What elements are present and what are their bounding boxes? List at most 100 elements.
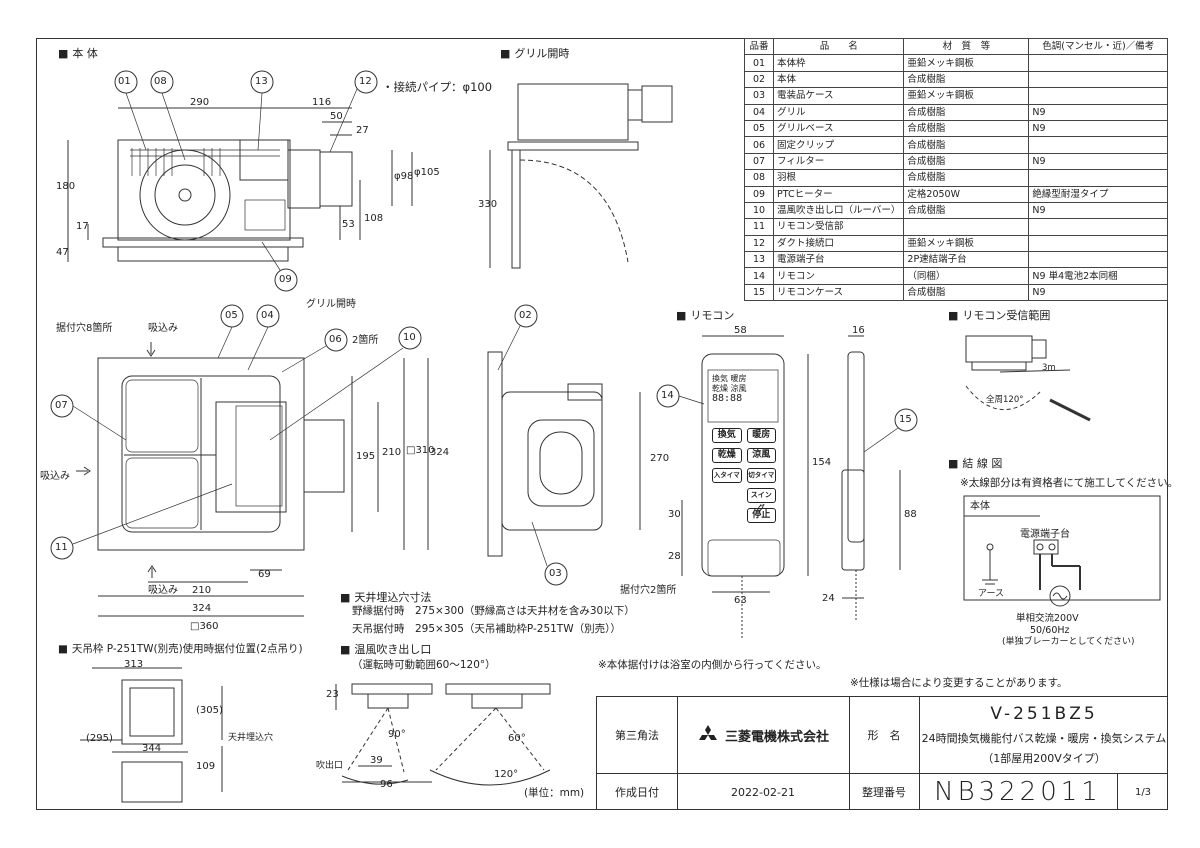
part-color bbox=[1028, 251, 1168, 269]
callout-05: 05 bbox=[225, 310, 238, 321]
off-timer-button[interactable]: 切タイマー bbox=[746, 468, 776, 483]
dim-17: 17 bbox=[76, 221, 89, 232]
callout-11: 11 bbox=[55, 542, 68, 553]
suction-bottom: 吸込み bbox=[148, 585, 178, 596]
suction-top: 吸込み bbox=[148, 323, 178, 334]
angle-120: 120° bbox=[494, 769, 519, 780]
part-no: 08 bbox=[744, 169, 774, 187]
part-no: 09 bbox=[744, 185, 774, 203]
doc-no-label: 整理番号 bbox=[862, 786, 906, 799]
part-name: リモコンケース bbox=[772, 283, 905, 302]
heat-button[interactable]: 暖房 bbox=[746, 428, 776, 443]
part-name: 本体枠 bbox=[772, 54, 905, 72]
dim-313: 313 bbox=[124, 659, 144, 670]
part-color bbox=[1028, 136, 1168, 154]
angle-90: 90° bbox=[388, 729, 406, 740]
part-no: 12 bbox=[744, 234, 774, 253]
wiring-terminal-label: 電源端子台 bbox=[1020, 529, 1070, 540]
dim-39: 39 bbox=[370, 755, 383, 766]
part-no: 06 bbox=[744, 136, 774, 154]
section-ceiling-opening: 天井埋込穴寸法 bbox=[340, 592, 431, 603]
dim-58: 58 bbox=[734, 325, 747, 336]
section-grill-open: グリル開時 bbox=[500, 48, 569, 59]
projection-label: 第三角法 bbox=[615, 729, 659, 742]
cool-button[interactable]: 涼風 bbox=[746, 448, 776, 463]
dim-330: 330 bbox=[478, 199, 498, 210]
remote-display: 換気 暖房 乾燥 涼風 88:88 bbox=[712, 374, 774, 418]
two-places: 2箇所 bbox=[352, 335, 379, 346]
dry-button[interactable]: 乾燥 bbox=[712, 448, 742, 463]
wiring-supply-1: 単相交流200V bbox=[1016, 613, 1079, 624]
part-color bbox=[1028, 70, 1168, 89]
part-name: リモコン bbox=[772, 267, 905, 285]
distance-3m: 3m bbox=[1042, 363, 1056, 373]
swing-button[interactable]: スイング bbox=[746, 488, 776, 512]
part-color bbox=[1028, 169, 1168, 187]
date-label: 作成日付 bbox=[615, 786, 659, 799]
dim-53: 53 bbox=[342, 219, 355, 230]
dim-27: 27 bbox=[356, 125, 369, 136]
part-name: 電装品ケース bbox=[772, 87, 905, 105]
on-timer-button[interactable]: 入タイマー bbox=[712, 468, 742, 483]
stop-button[interactable]: 停止 bbox=[746, 508, 776, 523]
part-no: 13 bbox=[744, 251, 774, 269]
callout-14: 14 bbox=[661, 390, 674, 401]
callout-01: 01 bbox=[118, 76, 131, 87]
part-name: 電源端子台 bbox=[772, 251, 905, 269]
dim-324b: 324 bbox=[192, 603, 212, 614]
part-color: N9 bbox=[1028, 103, 1168, 121]
dim-109: 109 bbox=[196, 761, 216, 772]
mitsubishi-logo-icon bbox=[698, 725, 717, 740]
part-name: 羽根 bbox=[772, 169, 905, 187]
part-material: 定格2050W bbox=[903, 185, 1030, 203]
parts-header-row: 品番 品 名 材 質 等 色調(マンセル・近)／備考 bbox=[744, 37, 1168, 56]
dim-23: 23 bbox=[326, 689, 339, 700]
date-value: 2022-02-21 bbox=[731, 785, 795, 799]
section-main-body: 本 体 bbox=[58, 48, 98, 59]
section-wiring: 結 線 図 bbox=[948, 458, 1002, 469]
header-color: 色調(マンセル・近)／備考 bbox=[1028, 37, 1168, 56]
vent-button[interactable]: 換気 bbox=[712, 428, 742, 443]
part-material: 合成樹脂 bbox=[903, 103, 1030, 121]
header-no: 品番 bbox=[744, 37, 774, 56]
display-time: 88:88 bbox=[712, 393, 743, 404]
part-material: 合成樹脂 bbox=[903, 283, 1030, 302]
company-cell: 三菱電機株式会社 bbox=[677, 697, 849, 773]
part-material: 合成樹脂 bbox=[903, 169, 1030, 187]
dim-210: 210 bbox=[382, 447, 402, 458]
pipe-note: ・接続パイプ：φ100 bbox=[382, 80, 493, 94]
dim-210b: 210 bbox=[192, 585, 212, 596]
dim-phi105: φ105 bbox=[414, 167, 440, 178]
part-no: 15 bbox=[744, 283, 774, 302]
part-material: 合成樹脂 bbox=[903, 119, 1030, 138]
part-no: 03 bbox=[744, 87, 774, 105]
company-name: 三菱電機株式会社 bbox=[724, 729, 829, 745]
callout-10: 10 bbox=[403, 332, 416, 343]
callout-03: 03 bbox=[549, 568, 562, 579]
unit-note: (単位：mm) bbox=[524, 787, 585, 799]
suction-left: 吸込み bbox=[40, 471, 70, 482]
callout-13: 13 bbox=[255, 76, 268, 87]
model-desc-2: （1部屋用200Vタイプ） bbox=[982, 752, 1106, 765]
wiring-body-label: 本体 bbox=[970, 501, 990, 512]
part-color bbox=[1028, 54, 1168, 72]
angle-60: 60° bbox=[508, 733, 526, 744]
dim-305: (305) bbox=[196, 705, 223, 716]
part-name: 温風吹き出し口（ルーバー） bbox=[772, 201, 905, 220]
install-holes-8: 据付穴8箇所 bbox=[56, 323, 113, 334]
header-name: 品 名 bbox=[772, 37, 905, 56]
dim-16: 16 bbox=[852, 325, 865, 336]
callout-12: 12 bbox=[359, 76, 372, 87]
dim-phi98: φ98 bbox=[394, 171, 414, 182]
callout-07: 07 bbox=[55, 400, 68, 411]
part-color: N9 bbox=[1028, 152, 1168, 171]
